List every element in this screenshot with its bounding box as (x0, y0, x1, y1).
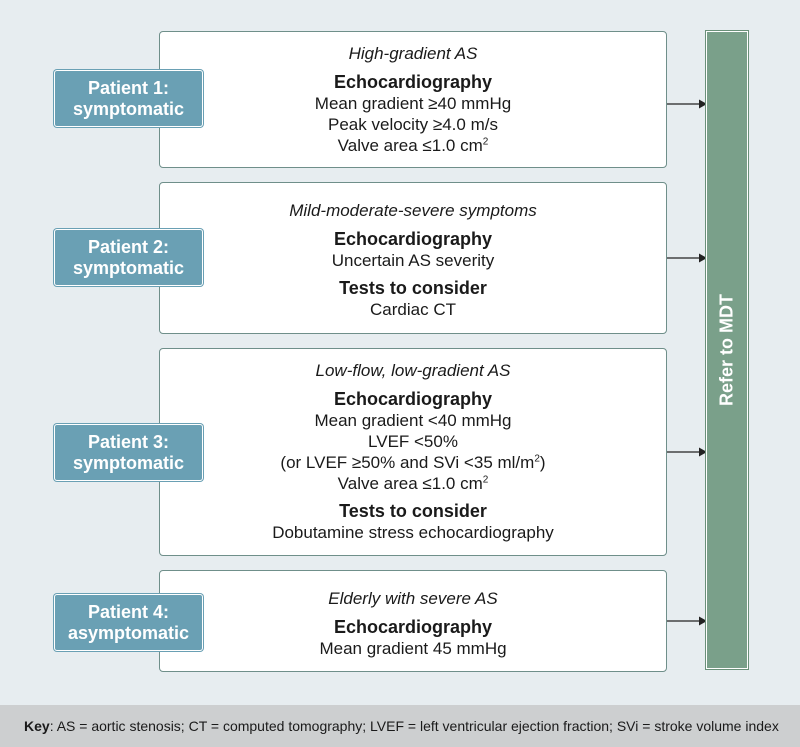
patient-4-label: Patient 4: asymptomatic (54, 594, 203, 651)
panel-4-box: Elderly with severe AS Echocardiography … (159, 570, 667, 672)
patient-4-status: asymptomatic (67, 622, 190, 643)
panel-3-tests-line-1: Dobutamine stress echocardiography (272, 523, 554, 542)
panel-4-echo-line-1: Mean gradient 45 mmHg (319, 639, 507, 658)
refer-to-mdt-bar: Refer to MDT (706, 31, 748, 669)
arrow-1-icon (667, 99, 707, 109)
arrow-3-icon (667, 447, 707, 457)
key-label: Key (24, 718, 50, 734)
superscript: 2 (482, 474, 489, 486)
panel-4-echo-heading: Echocardiography (333, 617, 493, 637)
refer-to-mdt-label: Refer to MDT (716, 294, 737, 406)
panel-1-echo-line-3: Valve area ≤1.0 cm2 (337, 136, 489, 155)
panel-3-tests-heading: Tests to consider (339, 501, 487, 521)
patient-1-name: Patient 1: (87, 77, 170, 98)
arrow-2-icon (667, 253, 707, 263)
superscript: 2 (482, 136, 489, 148)
key-text: : AS = aortic stenosis; CT = computed to… (49, 718, 779, 734)
panel-1-echo-line-1: Mean gradient ≥40 mmHg (314, 94, 512, 113)
patient-3-name: Patient 3: (87, 431, 170, 452)
panel-2-echo-heading: Echocardiography (333, 229, 493, 249)
panel-1-echo-heading: Echocardiography (333, 72, 493, 92)
panel-3-echo-line-4: Valve area ≤1.0 cm2 (337, 474, 489, 493)
patient-4-name: Patient 4: (87, 601, 170, 622)
panel-4-subtitle: Elderly with severe AS (328, 589, 498, 608)
panel-2-tests-line-1: Cardiac CT (370, 300, 456, 319)
panel-2-echo-line-1: Uncertain AS severity (331, 251, 495, 270)
panel-1-echo-line-2: Peak velocity ≥4.0 m/s (328, 115, 498, 134)
patient-2-label: Patient 2: symptomatic (54, 229, 203, 286)
patient-3-status: symptomatic (72, 452, 185, 473)
panel-3-echo-line-2: LVEF <50% (368, 432, 458, 451)
patient-1-status: symptomatic (72, 98, 185, 119)
panel-3-echo-heading: Echocardiography (333, 389, 493, 409)
panel-1-box: High-gradient AS Echocardiography Mean g… (159, 31, 667, 168)
panel-2-box: Mild-moderate-severe symptoms Echocardio… (159, 182, 667, 334)
panel-3-echo-line-1: Mean gradient <40 mmHg (314, 411, 512, 430)
patient-1-label: Patient 1: symptomatic (54, 70, 203, 127)
panel-1-subtitle: High-gradient AS (348, 44, 478, 63)
key-bar: Key: AS = aortic stenosis; CT = computed… (0, 705, 800, 747)
panel-3-echo-line-3: (or LVEF ≥50% and SVi <35 ml/m2) (280, 453, 546, 472)
patient-3-label: Patient 3: symptomatic (54, 424, 203, 481)
patient-2-name: Patient 2: (87, 236, 170, 257)
patient-2-status: symptomatic (72, 257, 185, 278)
panel-2-subtitle: Mild-moderate-severe symptoms (289, 201, 537, 220)
arrow-4-icon (667, 616, 707, 626)
panel-2-tests-heading: Tests to consider (339, 278, 487, 298)
superscript: 2 (534, 453, 540, 465)
panel-3-box: Low-flow, low-gradient AS Echocardiograp… (159, 348, 667, 556)
panel-3-subtitle: Low-flow, low-gradient AS (315, 361, 511, 380)
